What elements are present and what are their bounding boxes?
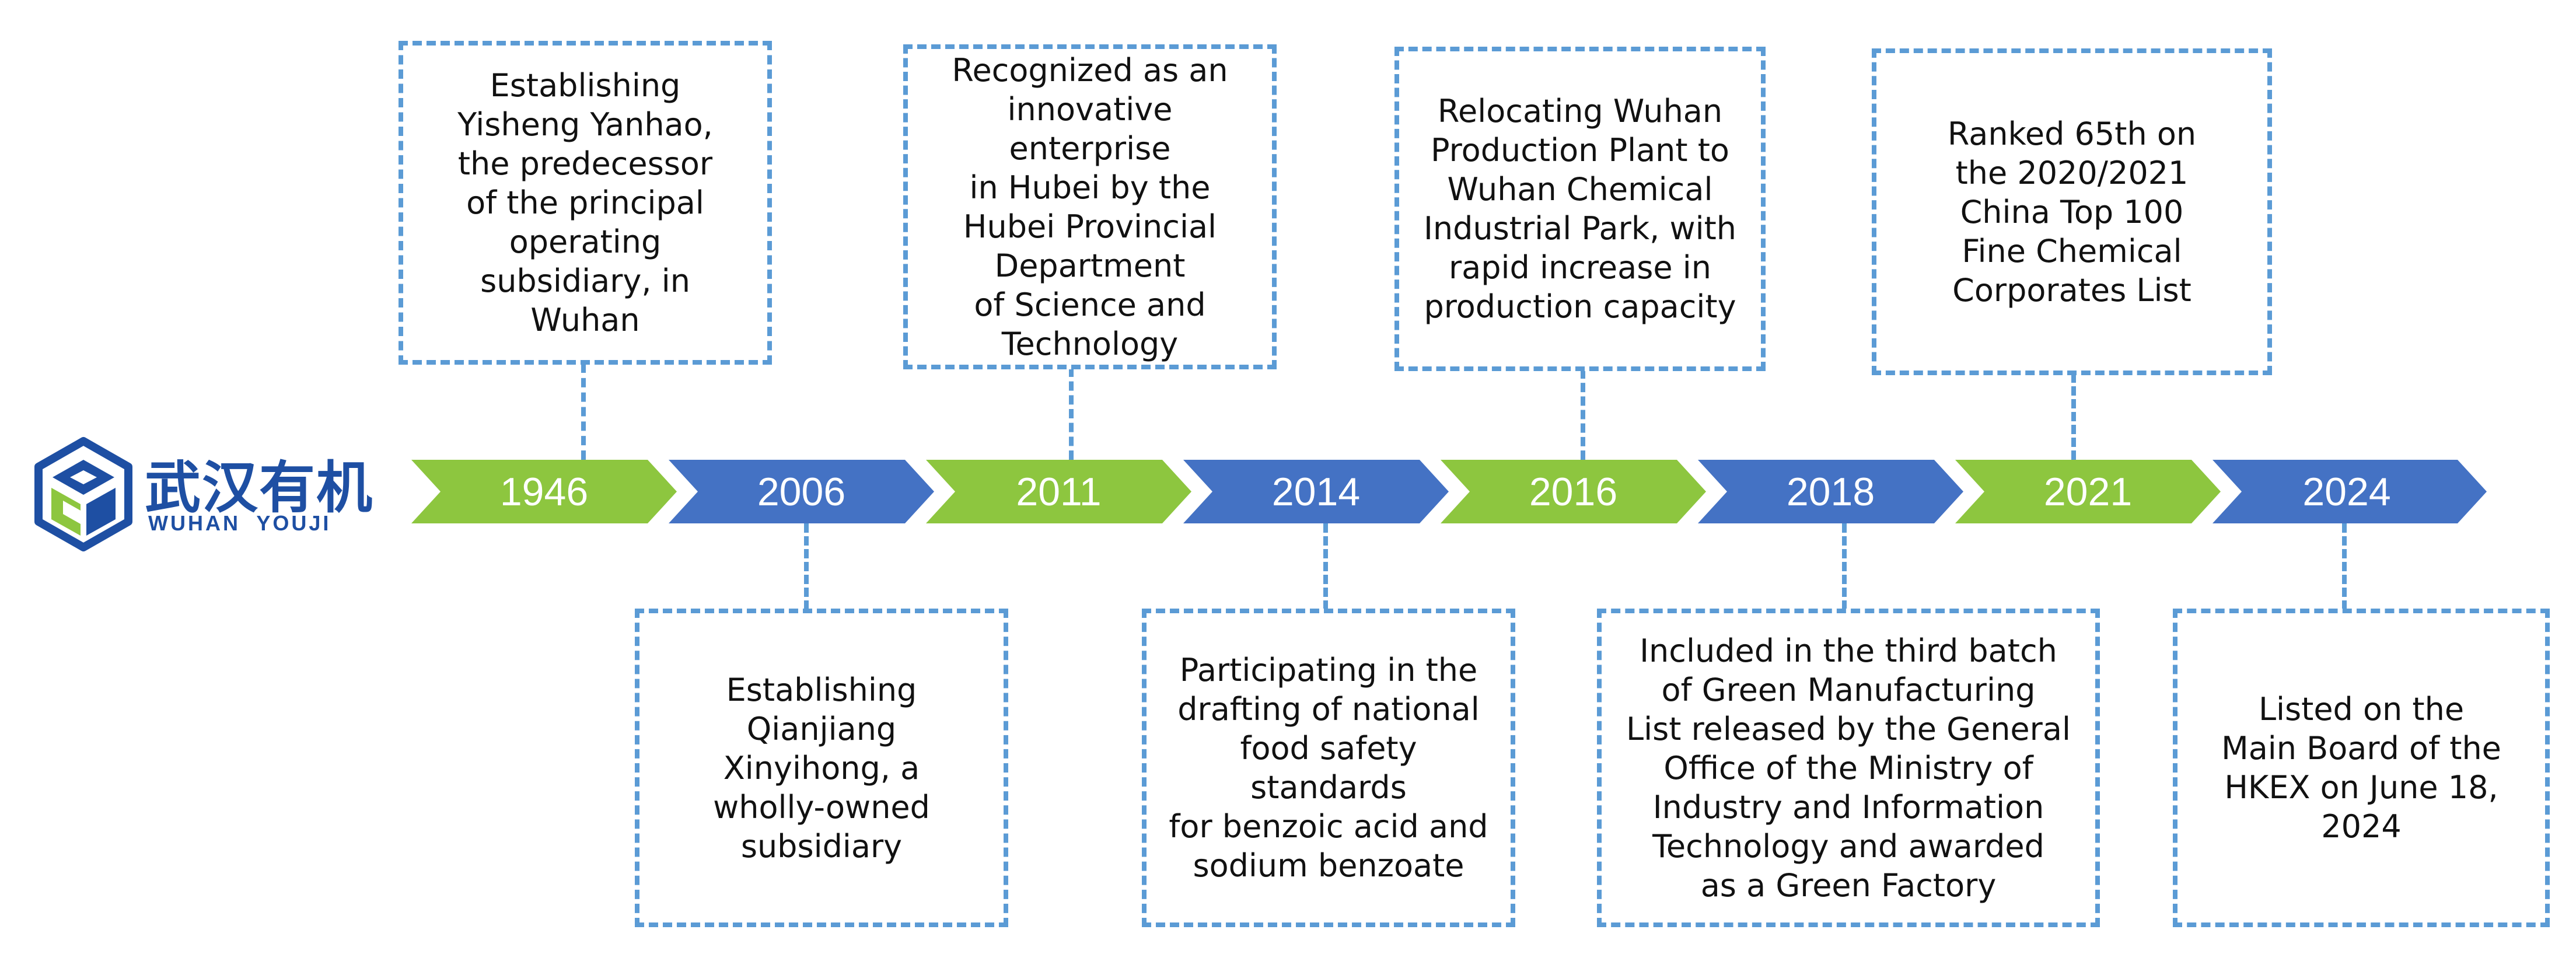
event-box-2014: Participating in the drafting of nationa…	[1142, 609, 1515, 927]
year-label-1946: 1946	[499, 469, 589, 514]
event-box-2006: Establishing Qianjiang Xinyihong, a whol…	[635, 609, 1008, 927]
connector-2021	[2071, 373, 2076, 460]
event-box-2021: Ranked 65th on the 2020/2021 China Top 1…	[1872, 48, 2272, 375]
event-box-2016: Relocating Wuhan Production Plant to Wuh…	[1394, 47, 1766, 371]
connector-2011	[1069, 368, 1074, 460]
event-box-1946: Establishing Yisheng Yanhao, the predece…	[399, 41, 772, 365]
year-label-2014: 2014	[1271, 469, 1361, 514]
event-box-2011: Recognized as an innovative enterprise i…	[903, 44, 1277, 369]
year-label-2024: 2024	[2302, 469, 2391, 514]
logo-chinese-name: 武汉有机	[145, 455, 373, 520]
logo-cube-icon	[34, 437, 132, 551]
year-label-2011: 2011	[1016, 469, 1102, 514]
year-label-2021: 2021	[2043, 469, 2133, 514]
connector-2024	[2342, 523, 2347, 610]
connector-2016	[1581, 369, 1585, 460]
event-box-2018: Included in the third batch of Green Man…	[1597, 609, 2100, 927]
year-label-2018: 2018	[1786, 469, 1875, 514]
connector-2006	[804, 523, 809, 610]
logo-english-name: WUHAN YOUJI	[148, 511, 331, 535]
connector-2014	[1323, 523, 1328, 610]
company-logo: 武汉有机 WUHAN YOUJI	[34, 436, 372, 553]
connector-1946	[581, 364, 586, 460]
connector-2018	[1842, 523, 1847, 610]
year-label-2016: 2016	[1529, 469, 1618, 514]
year-label-2006: 2006	[757, 469, 846, 514]
event-box-2024: Listed on the Main Board of the HKEX on …	[2173, 609, 2550, 927]
